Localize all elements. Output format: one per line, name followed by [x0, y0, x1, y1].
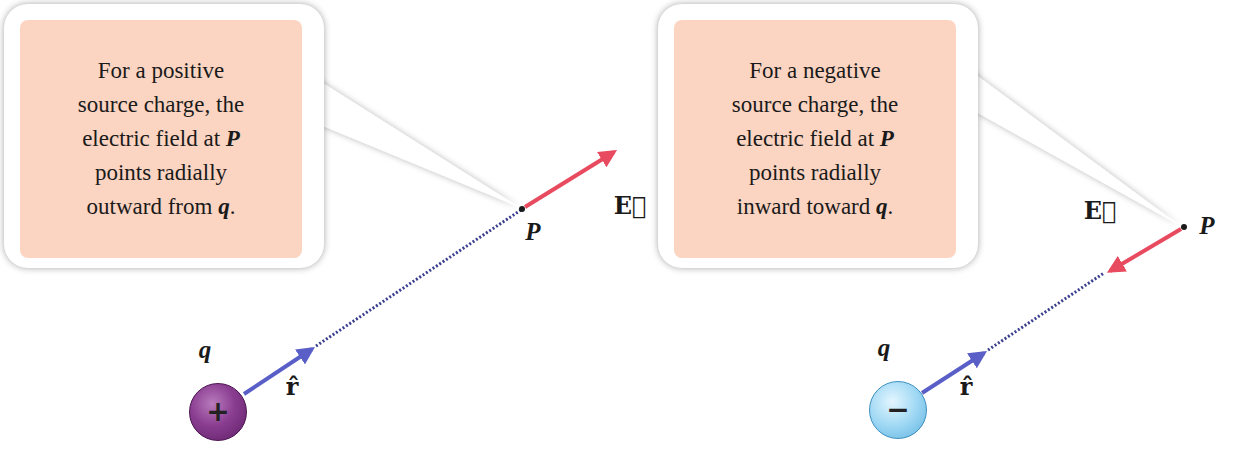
callout-panel: For a positive source charge, the electr…: [20, 20, 302, 258]
point-label: P: [1199, 212, 1214, 240]
point-dot: [1181, 224, 1187, 230]
callout-box: For a positive source charge, the electr…: [4, 4, 324, 268]
callout-tail: [956, 60, 1179, 225]
unit-vector-label: r̂: [960, 372, 973, 401]
dotted-line: [316, 210, 521, 346]
callout-tail: [296, 66, 519, 207]
charge-sphere: −: [869, 381, 927, 439]
charge-sign: +: [206, 398, 229, 426]
callout-text: For a positive source charge, the electr…: [70, 54, 252, 224]
unit-vector-arrow: [922, 353, 984, 393]
point-label: P: [525, 218, 540, 246]
callout-box: For a negative source charge, the electr…: [658, 4, 978, 268]
unit-vector-label: r̂: [286, 372, 299, 401]
charge-sphere: +: [189, 383, 247, 441]
field-arrow: [1110, 229, 1181, 271]
callout-text: For a negative source charge, the electr…: [724, 54, 906, 224]
charge-sign: −: [886, 396, 909, 424]
field-label: E⃗: [1084, 196, 1117, 225]
charge-label: q: [878, 334, 891, 362]
field-label: E⃗: [614, 191, 647, 220]
dotted-line: [988, 273, 1104, 350]
unit-vector-arrow: [244, 349, 312, 394]
field-arrow: [525, 152, 614, 207]
callout-panel: For a negative source charge, the electr…: [674, 20, 956, 258]
charge-label: q: [199, 336, 212, 364]
point-dot: [519, 206, 525, 212]
